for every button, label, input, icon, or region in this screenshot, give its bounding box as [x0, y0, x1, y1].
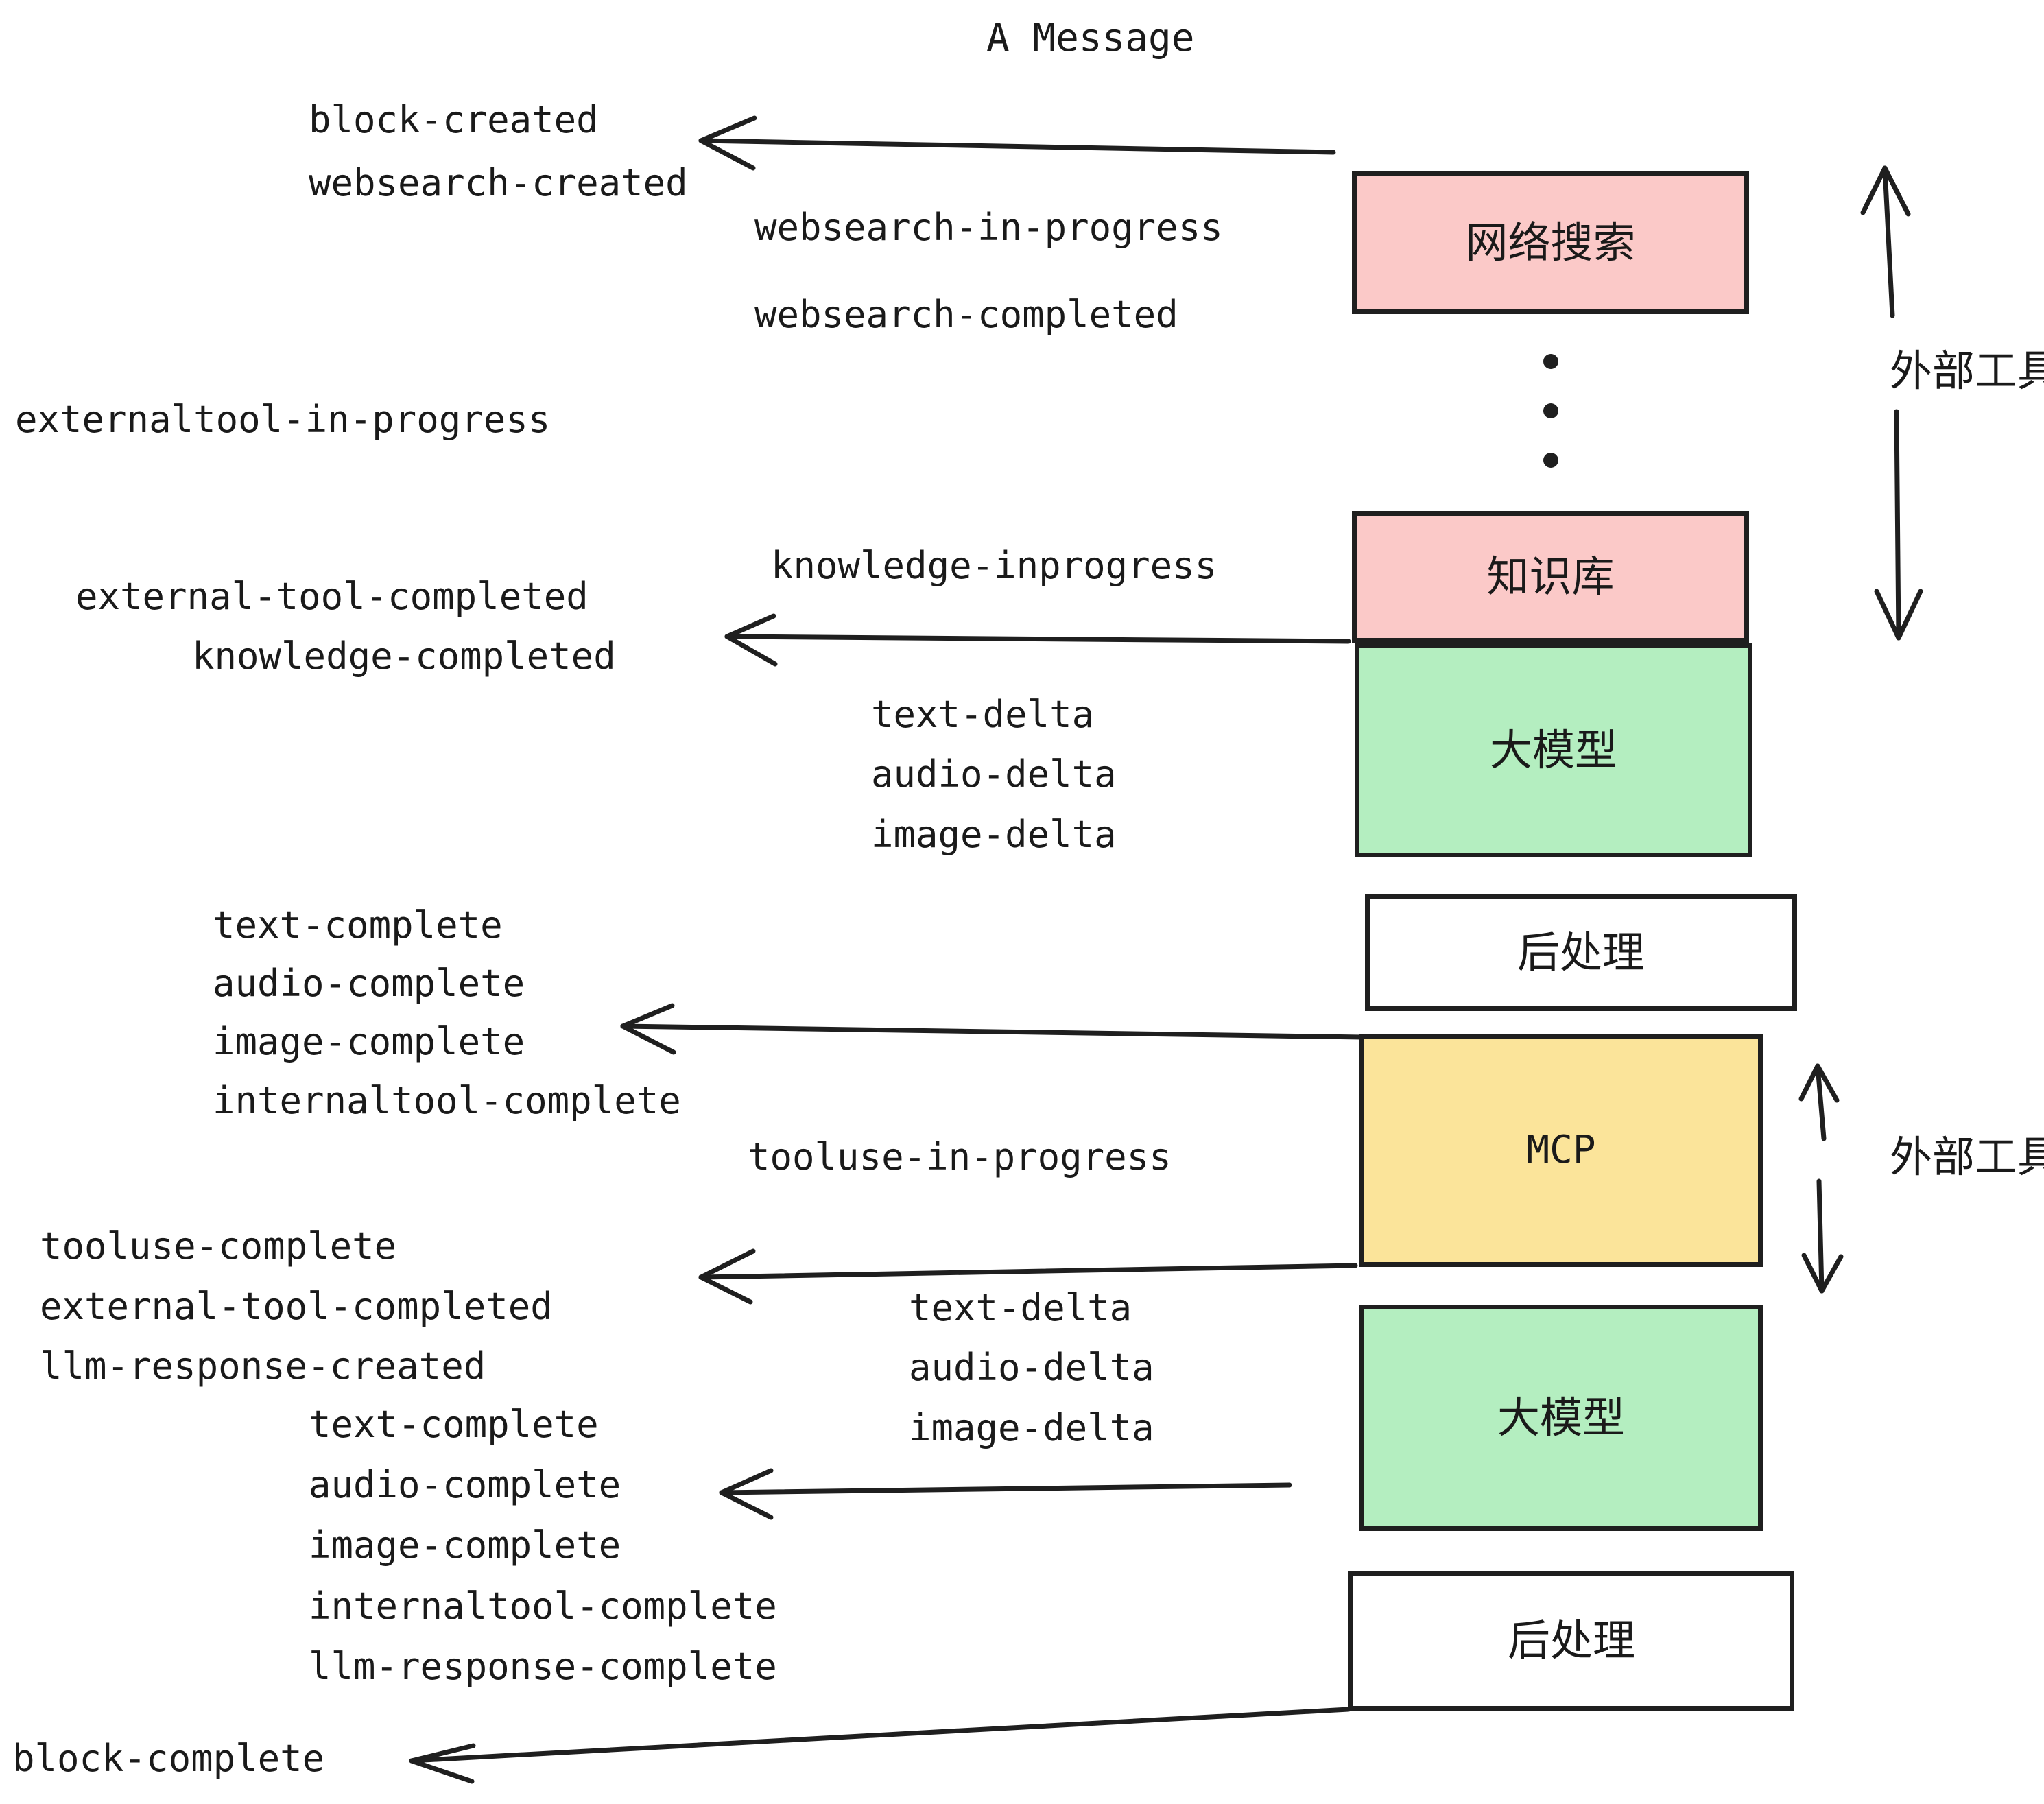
event-image-complete-1: image-complete	[213, 1020, 525, 1063]
event-externaltool-in-progress: externaltool-in-progress	[15, 398, 551, 441]
node-postprocess-upper[interactable]: 后处理	[1365, 894, 1797, 1011]
event-websearch-in-progress: websearch-in-progress	[754, 206, 1223, 249]
event-internaltool-complete-1: internaltool-complete	[213, 1079, 681, 1122]
event-llm-response-created: llm-response-created	[40, 1344, 486, 1388]
node-llm-lower[interactable]: 大模型	[1359, 1305, 1763, 1531]
event-image-delta-2: image-delta	[909, 1406, 1154, 1449]
ellipsis-dot-3	[1543, 453, 1558, 468]
event-text-delta-2: text-delta	[909, 1286, 1132, 1329]
ellipsis-dot-1	[1543, 354, 1558, 369]
node-llm-lower-label: 大模型	[1497, 1392, 1625, 1443]
arrow-llm-lower-to-audiocomplete	[719, 1468, 1292, 1520]
event-knowledge-completed: knowledge-completed	[192, 634, 616, 678]
event-audio-delta-2: audio-delta	[909, 1346, 1154, 1389]
node-postprocess-upper-label: 后处理	[1517, 927, 1645, 977]
event-text-delta-1: text-delta	[871, 693, 1095, 736]
event-image-delta-1: image-delta	[871, 813, 1117, 856]
node-websearch-label: 网络搜索	[1465, 217, 1636, 268]
event-external-tool-completed-1: external-tool-completed	[75, 575, 589, 618]
side-label-external-tool-lower: 外部工具	[1890, 1132, 2044, 1182]
bracket-external-tool-upper	[1860, 165, 1923, 641]
node-postprocess-lower[interactable]: 后处理	[1348, 1571, 1794, 1711]
event-tooluse-in-progress: tooluse-in-progress	[748, 1135, 1172, 1178]
arrow-postprocess-to-blockcomplete	[409, 1707, 1351, 1784]
arrow-websearch-to-blockcreated	[698, 115, 1336, 171]
event-llm-response-complete: llm-response-complete	[309, 1645, 777, 1688]
event-image-complete-2: image-complete	[309, 1523, 621, 1567]
node-postprocess-lower-label: 后处理	[1507, 1615, 1635, 1665]
event-text-complete-2: text-complete	[309, 1403, 599, 1446]
node-llm-upper[interactable]: 大模型	[1355, 643, 1752, 857]
arrow-postprocess-to-imagecomplete	[620, 1003, 1365, 1055]
diagram-title: A Message	[986, 16, 1195, 60]
event-audio-complete-1: audio-complete	[213, 962, 525, 1005]
event-text-complete-1: text-complete	[213, 903, 503, 947]
arrow-knowledge-to-knowledgecompleted	[724, 613, 1351, 667]
event-block-complete: block-complete	[12, 1737, 325, 1780]
event-websearch-completed: websearch-completed	[754, 293, 1178, 336]
event-audio-complete-2: audio-complete	[309, 1463, 621, 1506]
bracket-external-tool-lower	[1798, 1063, 1844, 1294]
ellipsis-dot-2	[1543, 403, 1558, 418]
event-external-tool-completed-2: external-tool-completed	[40, 1285, 553, 1328]
node-mcp-label: MCP	[1526, 1128, 1596, 1172]
event-knowledge-inprogress: knowledge-inprogress	[771, 544, 1217, 587]
node-mcp[interactable]: MCP	[1359, 1034, 1763, 1267]
node-knowledge-base-label: 知识库	[1486, 551, 1615, 602]
node-knowledge-base[interactable]: 知识库	[1352, 511, 1749, 643]
node-llm-upper-label: 大模型	[1489, 724, 1617, 775]
node-websearch[interactable]: 网络搜索	[1352, 171, 1749, 314]
side-label-external-tool-upper: 外部工具	[1890, 346, 2044, 396]
event-websearch-created: websearch-created	[309, 161, 688, 204]
event-tooluse-complete: tooluse-complete	[40, 1224, 397, 1268]
event-audio-delta-1: audio-delta	[871, 752, 1117, 796]
event-internaltool-complete-2: internaltool-complete	[309, 1585, 777, 1628]
event-block-created: block-created	[309, 98, 599, 141]
